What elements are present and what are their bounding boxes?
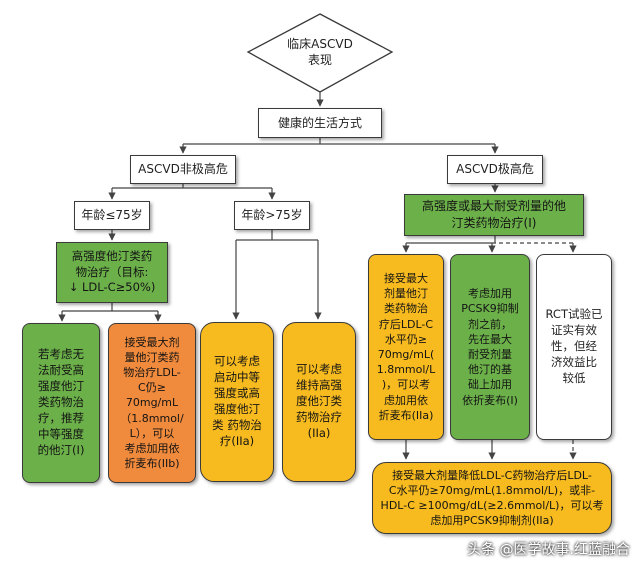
- root-label: 临床ASCVD 表现: [287, 36, 353, 67]
- pcsk9-consider-box: 考虑加用 PCSK9抑制 剂之前， 先在最大 耐受剂量 他汀的基 础上加用 依折…: [450, 254, 530, 440]
- maintain-high-box: 可以考虑 维持高强 度他汀类 药物治疗 (IIa): [282, 322, 356, 482]
- ezetimibe-after-max-box: 接受最大 剂量他汀 类药物治 疗后LDL-C 水平仍≥ 70mg/mL( 1.8…: [368, 254, 444, 440]
- moderate-statin-box: 若考虑无 法耐受高 强度他汀 类药物治 疗，推荐 中等强度 的他汀(I): [22, 323, 100, 483]
- age-le75-box: 年龄≤75岁: [74, 201, 150, 230]
- very-high-risk-box: ASCVD极高危: [447, 155, 543, 184]
- age-gt75-box: 年龄>75岁: [234, 201, 310, 230]
- non-very-high-risk-box: ASCVD非极高危: [130, 155, 236, 184]
- high-intensity-statin-box: 高强度他汀类药 物治疗（目标: ↓ LDL-C≥50%): [56, 242, 168, 303]
- high-or-max-tolerated-box: 高强度或最大耐受剂量的他 汀类药物治疗(I): [404, 194, 584, 236]
- pcsk9-add-box: 接受最大剂量降低LDL-C药物治疗后LDL- C水平仍≥70mg/mL(1.8m…: [372, 462, 612, 534]
- start-moderate-high-box: 可以考虑 启动中等 强度或高 强度他汀 类 药物治 疗(IIa): [200, 322, 274, 482]
- lifestyle-box: 健康的生活方式: [258, 108, 382, 138]
- watermark: 头条 @医学故事.红蓝融合: [467, 542, 630, 558]
- ezetimibe-max-dose-box: 接受最大剂 量他汀类药 物治疗LDL- C仍≥ 70mg/mL （1.8mmol…: [108, 323, 196, 483]
- rct-note-box: RCT试验已 证实有效 性，但经 济效益比 较低: [536, 254, 612, 440]
